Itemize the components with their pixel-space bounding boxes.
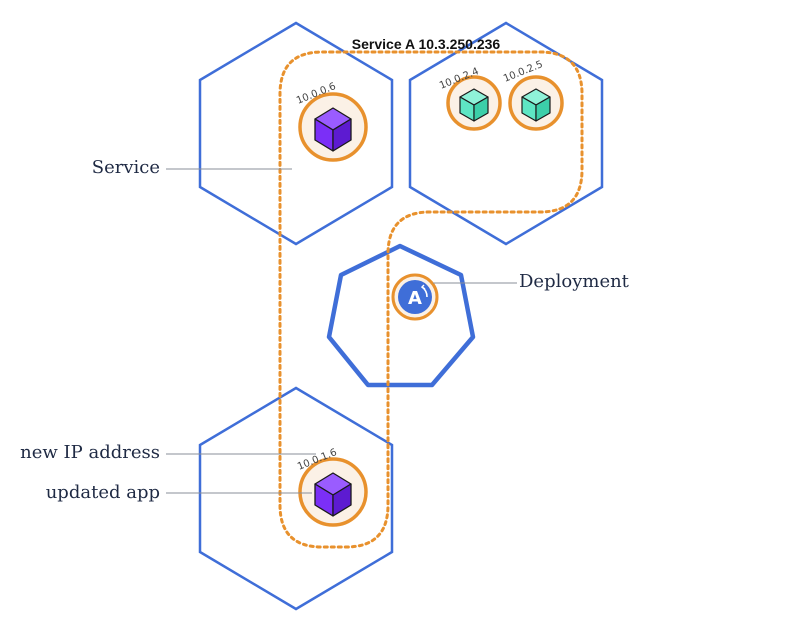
service-boundary: [278, 50, 584, 549]
deployment-label: Deployment: [519, 271, 630, 292]
teal-cube-icon: [521, 88, 551, 122]
updated-app-label: updated app: [46, 482, 160, 503]
node-hexagon-top-left: [198, 21, 394, 246]
master-node-heptagon: [326, 243, 476, 388]
node-hexagon-top-right: [408, 21, 604, 246]
new-ip-label: new IP address: [20, 442, 160, 463]
service-label: Service: [92, 157, 160, 178]
pod-10-0-2-5: 10.0.2.5: [502, 59, 564, 131]
pod-10-0-2-4: 10.0.2.4: [438, 66, 502, 131]
service-title: Service A 10.3.250.236: [352, 36, 501, 52]
teal-cube-icon: [459, 88, 489, 122]
purple-cube-icon: [314, 107, 352, 152]
deployment-icon-letter: A: [408, 288, 422, 309]
node-hexagon-bottom: [198, 386, 394, 611]
pod-10-0-1-6: 10.0.1.6: [296, 447, 368, 527]
purple-cube-icon: [314, 472, 352, 517]
deployment-icon: A: [391, 273, 439, 321]
pod-10-0-0-6: 10.0.0.6: [295, 81, 368, 162]
